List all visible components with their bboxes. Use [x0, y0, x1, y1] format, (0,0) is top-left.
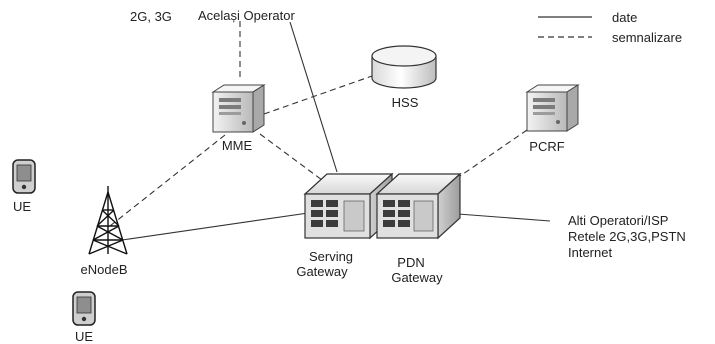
link-pdn-external [457, 213, 551, 222]
ue-phone-icon-top [12, 159, 36, 194]
hss-label: HSS [391, 95, 419, 110]
enodeb-label: eNodeB [80, 262, 128, 277]
mme-server-icon [211, 84, 266, 133]
pcrf-label: PCRF [529, 139, 565, 154]
link-mme-hss [263, 75, 373, 115]
hss-database-icon [371, 45, 437, 89]
legend-data-label: date [612, 10, 638, 25]
ue-label-top: UE [12, 199, 32, 214]
ue-label-bottom: UE [74, 329, 94, 344]
external-internet-label: Internet [568, 245, 613, 260]
legend-signaling-label: semnalizare [612, 30, 683, 45]
legacy-network-label: 2G, 3G [130, 9, 172, 24]
serving-gateway-label-line2: Gateway [296, 264, 348, 279]
same-operator-label: Același Operator [198, 8, 295, 23]
pcrf-server-icon [525, 84, 580, 132]
external-legacy-networks-label: Retele 2G,3G,PSTN [568, 229, 686, 244]
link-mme-enodeb [109, 134, 226, 227]
serving-gateway-label-line1: Serving [308, 249, 354, 264]
pdn-gateway-label-line1: PDN [397, 255, 425, 270]
ue-phone-icon-bottom [72, 291, 96, 326]
pdn-gateway-label-line2: Gateway [391, 270, 443, 285]
enodeb-tower-icon [88, 186, 128, 255]
external-operators-label: Alti Operatori/ISP [568, 213, 669, 228]
mme-label: MME [221, 138, 253, 153]
pdn-gateway-icon [375, 172, 462, 240]
link-mme-serving-gateway [259, 133, 323, 181]
link-enodeb-serving-gateway [121, 210, 323, 241]
